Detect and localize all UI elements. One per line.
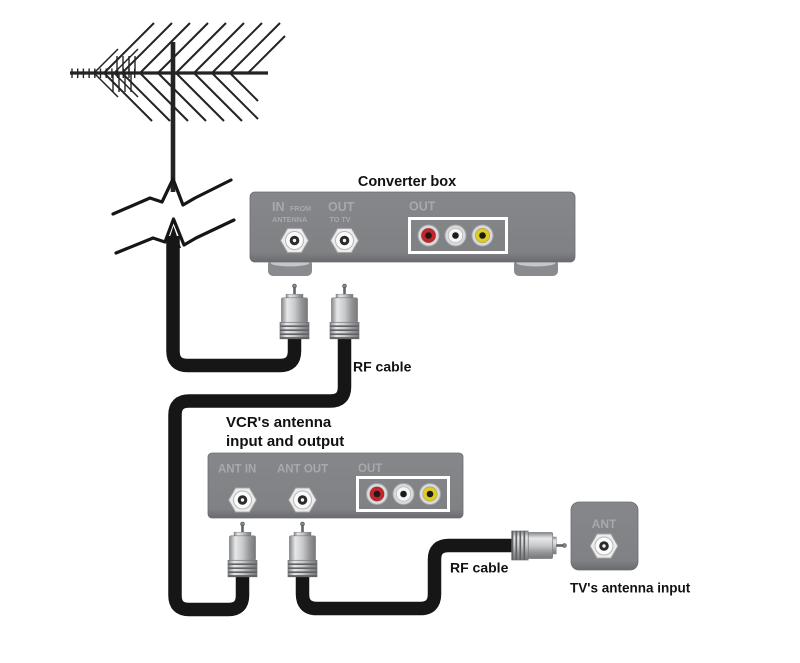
- cable-antenna-to-converter: [166, 236, 302, 373]
- rca-jack-white-vcr: [392, 483, 415, 505]
- converter-box: Converter box IN FROM ANTENNA OUT TO TV …: [249, 174, 576, 276]
- rf-connector-tv: [510, 530, 568, 561]
- vcr-title-line2: input and output: [226, 433, 344, 450]
- tv-port-label: ANT: [592, 517, 617, 531]
- cable-break-symbol: [111, 177, 236, 255]
- cables: [166, 236, 516, 617]
- antenna-elements-upper: [103, 22, 286, 74]
- converter-rca-outline: [408, 217, 508, 254]
- break-line-lower: [114, 217, 236, 255]
- rca-jack-red-vcr: [366, 483, 388, 505]
- tv-caption: TV's antenna input: [570, 581, 691, 596]
- vcr-port-ant-out-label: ANT OUT: [277, 464, 328, 476]
- rca-jack-white-converter: [444, 224, 467, 247]
- vcr-rca-outline: [356, 476, 450, 512]
- break-line-upper: [111, 177, 233, 216]
- rca-jack-yellow-vcr: [419, 483, 441, 505]
- converter-port-in-label: IN: [272, 200, 285, 214]
- rca-jack-red-converter: [417, 224, 440, 247]
- antenna-ladder-ticks: [71, 56, 136, 92]
- converter-port-out-label: OUT: [328, 200, 355, 214]
- vcr-port-ant-in-label: ANT IN: [218, 464, 256, 476]
- rf-connector-vcr-ant-out: [287, 521, 318, 578]
- rf-cable-label-top: RF cable: [353, 359, 412, 375]
- cable-converter-to-vcr: [168, 334, 352, 617]
- antenna: [70, 22, 286, 192]
- rca-jack-yellow-converter: [471, 224, 494, 247]
- rf-connector-converter-out: [329, 283, 360, 340]
- converter-port-in-label-line2: ANTENNA: [272, 215, 307, 224]
- vcr-title-line1: VCR's antenna: [226, 414, 332, 431]
- converter-box-title: Converter box: [358, 174, 456, 190]
- rf-connector-vcr-ant-in: [227, 521, 258, 578]
- rf-connector-converter-in: [279, 283, 310, 340]
- tv-box: ANT: [570, 501, 639, 571]
- vcr-rca-group-label: OUT: [358, 463, 382, 475]
- rf-cable-label-bottom: RF cable: [450, 560, 509, 576]
- converter-rca-group-label: OUT: [409, 200, 436, 214]
- converter-box-panel: [249, 191, 576, 263]
- converter-port-in-label-small: FROM: [290, 204, 311, 213]
- vcr-box: VCR's antenna input and output ANT IN AN…: [207, 414, 464, 519]
- converter-port-out-label-small: TO TV: [330, 215, 351, 224]
- cable-vcr-to-tv: [295, 538, 516, 616]
